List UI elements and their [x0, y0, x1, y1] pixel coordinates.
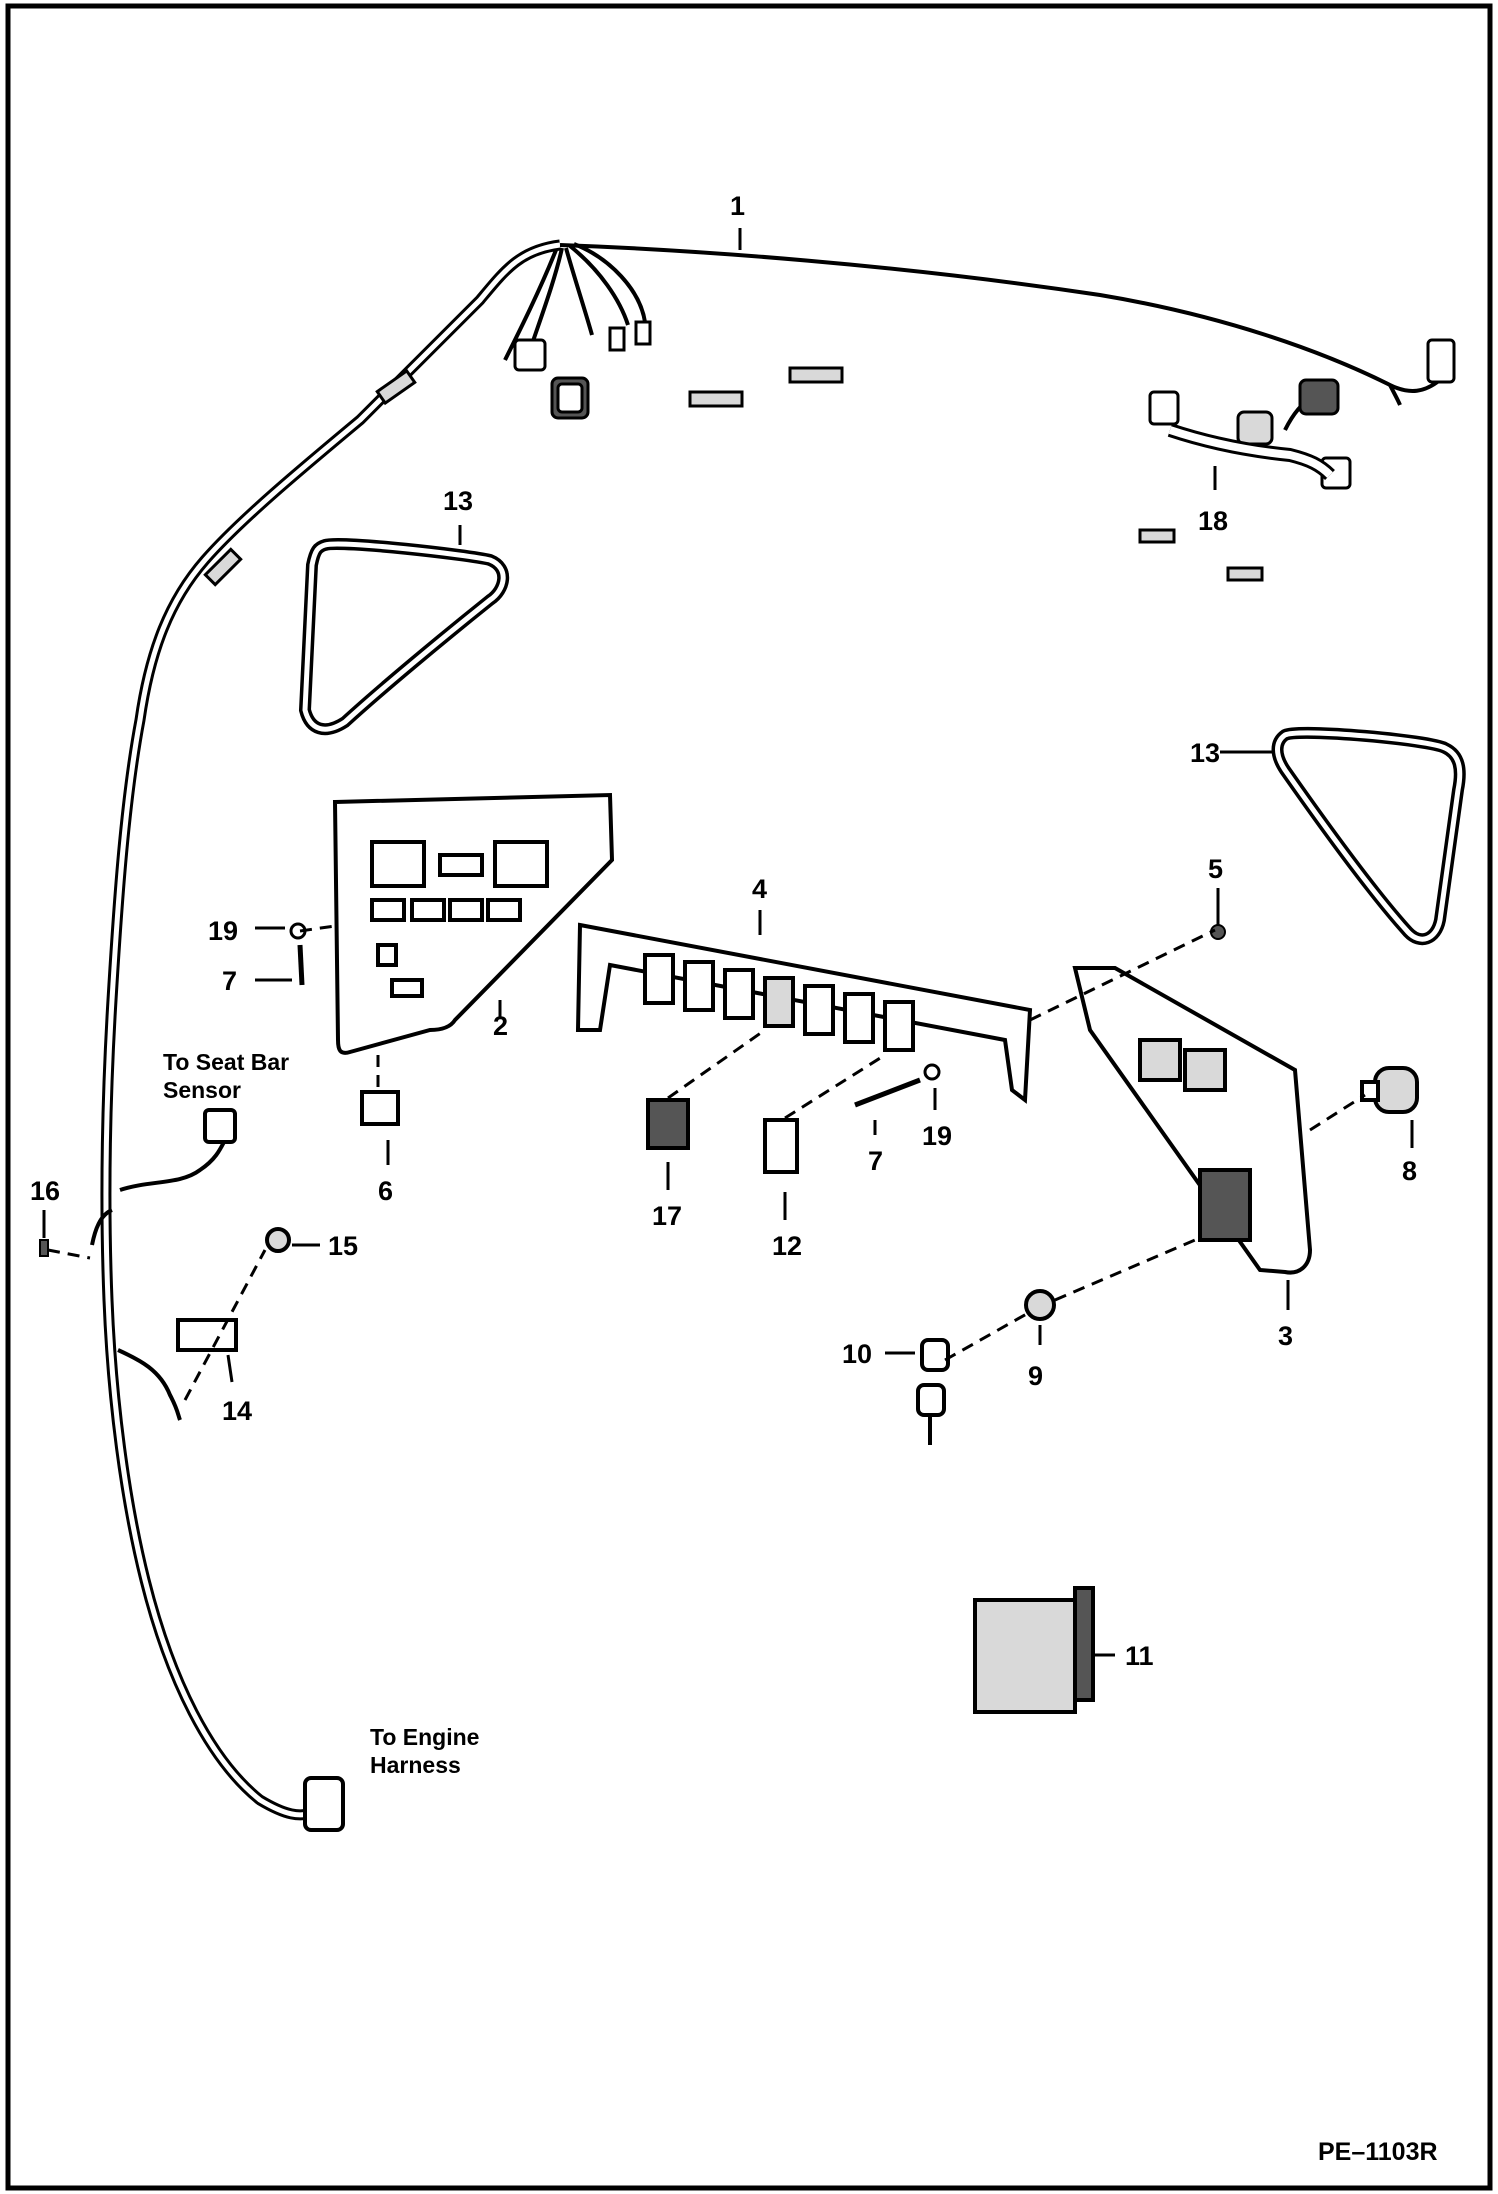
callout-2: 2 [493, 1011, 508, 1041]
leader-lines [42, 228, 1414, 1657]
part-9 [1024, 1289, 1056, 1321]
callout-8: 8 [1402, 1156, 1417, 1186]
callout-4: 4 [752, 874, 767, 904]
part-7-right [854, 1077, 921, 1108]
callout-10: 10 [842, 1339, 872, 1369]
engine-note-line1: To Engine [370, 1724, 479, 1750]
callout-17: 17 [652, 1201, 682, 1231]
callout-13a: 13 [443, 486, 473, 516]
part-14 [176, 1318, 238, 1352]
part-10 [916, 1338, 950, 1445]
right-control-panel [1072, 966, 1313, 1275]
part-15 [265, 1227, 291, 1253]
callout-3: 3 [1278, 1321, 1293, 1351]
engine-harness-connector [303, 1776, 345, 1832]
part-17 [646, 1098, 690, 1150]
part-7-left [297, 944, 305, 986]
seat-bar-connector [203, 1108, 237, 1144]
sub-harness [1167, 423, 1335, 481]
callout-7a: 7 [222, 966, 237, 996]
callout-7b: 7 [868, 1146, 883, 1176]
center-switch-panel [575, 922, 1033, 1104]
callout-13b: 13 [1190, 738, 1220, 768]
callouts: 1 2 3 4 5 6 7 7 8 9 10 11 12 13 13 14 15… [30, 191, 1417, 1671]
part-8 [1360, 1066, 1419, 1114]
callout-12: 12 [772, 1231, 802, 1261]
callout-18: 18 [1198, 506, 1228, 536]
part-11 [973, 1586, 1095, 1714]
assembly-lines [47, 924, 1366, 1401]
seat-bar-note-line2: Sensor [163, 1077, 241, 1103]
triangle-trim-left [298, 538, 510, 736]
callout-19a: 19 [208, 916, 238, 946]
callout-11: 11 [1125, 1641, 1154, 1671]
callout-15: 15 [328, 1231, 358, 1261]
left-control-panel [332, 792, 615, 1055]
harness-clips [203, 368, 417, 587]
harness-connectors [513, 320, 1456, 582]
callout-14: 14 [222, 1396, 252, 1426]
part-19-right [923, 1063, 941, 1081]
part-6 [360, 1090, 400, 1126]
engine-note-line2: Harness [370, 1752, 461, 1778]
part-16 [39, 1239, 49, 1257]
reference-code: PE–1103R [1318, 2138, 1438, 2166]
seat-bar-note-line1: To Seat Bar [163, 1049, 289, 1075]
callout-16: 16 [30, 1176, 60, 1206]
callout-19b: 19 [922, 1121, 952, 1151]
callout-5: 5 [1208, 854, 1223, 884]
triangle-trim-right [1271, 726, 1466, 946]
callout-6: 6 [378, 1176, 393, 1206]
callout-1: 1 [730, 191, 745, 221]
callout-9: 9 [1028, 1361, 1043, 1391]
part-12 [763, 1118, 799, 1174]
